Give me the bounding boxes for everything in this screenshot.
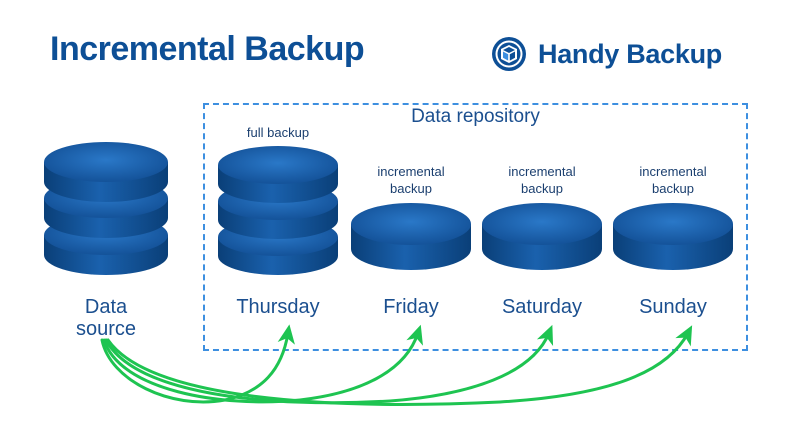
handy-backup-logo-icon <box>492 37 526 71</box>
backup-type-label-thursday: full backup <box>246 125 310 140</box>
friday-incremental-disk-icon <box>351 203 471 270</box>
arrow-to-saturday <box>104 324 554 405</box>
data-repository-box <box>203 103 748 351</box>
data-source-label: Data source <box>75 296 137 340</box>
day-label-thursday: Thursday <box>236 296 320 318</box>
day-label-friday: Friday <box>383 296 439 318</box>
full-backup-database-icon <box>218 146 338 275</box>
arrow-to-thursday <box>100 324 295 404</box>
backup-type-label-saturday: incremental backup <box>508 164 576 196</box>
arrow-to-sunday <box>106 325 693 406</box>
diagram-title: Incremental Backup <box>50 30 365 68</box>
sunday-incremental-disk-icon <box>613 203 733 270</box>
day-label-saturday: Saturday <box>501 296 583 318</box>
saturday-incremental-disk-icon <box>482 203 602 270</box>
backup-type-label-friday: incremental backup <box>377 164 445 196</box>
brand-name: Handy Backup <box>538 38 722 69</box>
brand-logo: Handy Backup <box>490 34 722 74</box>
data-source-database-icon <box>44 142 168 275</box>
data-repository-label: Data repository <box>411 106 540 127</box>
backup-type-label-sunday: incremental backup <box>639 164 707 196</box>
day-label-sunday: Sunday <box>639 296 707 318</box>
